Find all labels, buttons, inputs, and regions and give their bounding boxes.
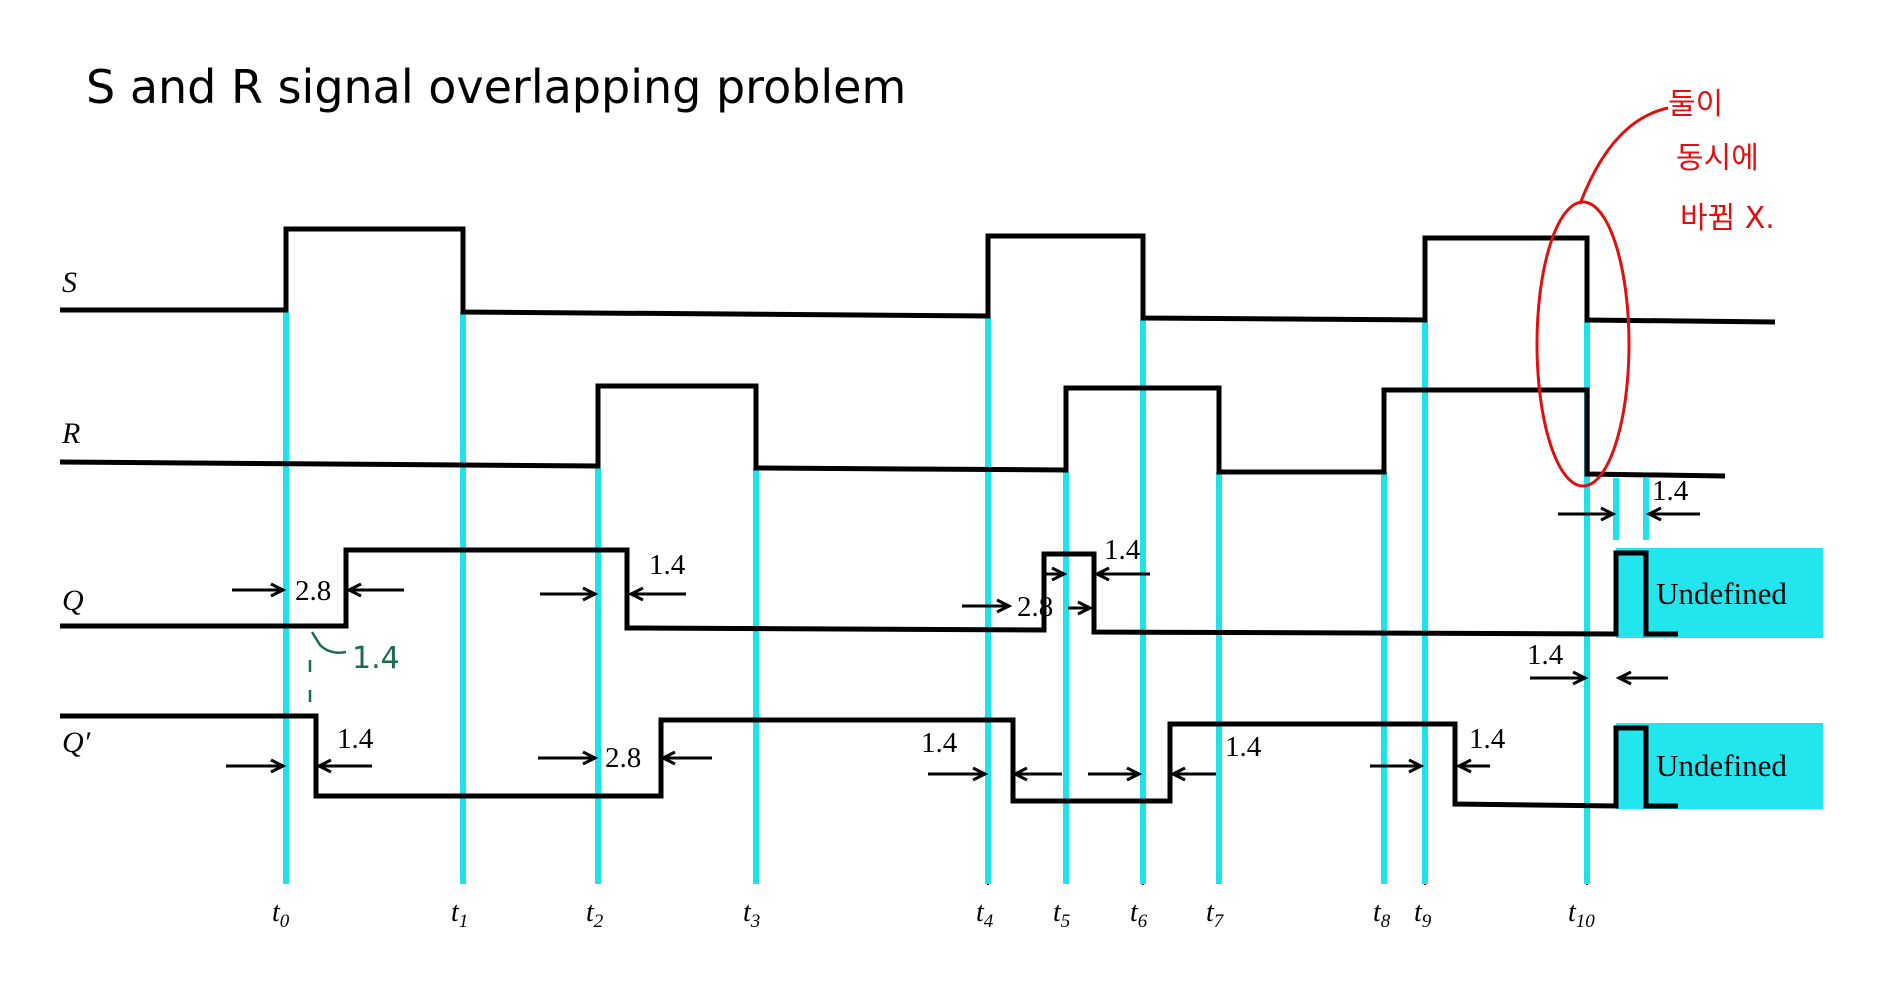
- q-undefined-label: Undefined: [1656, 576, 1787, 611]
- delay-arrows: [226, 506, 1700, 782]
- time-guides: [285, 310, 1588, 885]
- delay-qbar-t7: 1.4: [1225, 731, 1262, 763]
- arrowhead: [1011, 766, 1028, 782]
- time-label-t2: t2: [586, 897, 604, 932]
- signal-label-r: R: [61, 417, 80, 450]
- time-label-t0: t0: [272, 897, 290, 932]
- time-label-t10: t10: [1568, 897, 1595, 932]
- red-annotation-leader: [1578, 106, 1669, 205]
- time-label-t3: t3: [743, 897, 760, 932]
- arrowhead: [270, 758, 287, 774]
- arrowhead: [1615, 670, 1632, 686]
- arrowhead: [582, 750, 599, 766]
- delay-qbar-t2: 2.8: [605, 742, 641, 774]
- qbar-undefined-region: [1616, 723, 1823, 809]
- delay-q-t4: 2.8: [1017, 591, 1053, 623]
- time-label-t5: t5: [1053, 897, 1070, 932]
- arrowhead: [270, 582, 287, 598]
- delay-qbar-t0: 1.4: [337, 723, 374, 755]
- delay-q-t5: 1.4: [1104, 534, 1141, 566]
- red-annotation-line3: 바뀜 X.: [1680, 201, 1775, 236]
- s-waveform: [60, 226, 1776, 325]
- qbar-undefined-label: Undefined: [1656, 748, 1787, 783]
- delay-r-t10: 1.4: [1652, 475, 1689, 507]
- time-label-t1: t1: [451, 897, 468, 932]
- time-label-t4: t4: [976, 897, 994, 932]
- time-label-t9: t9: [1414, 897, 1432, 932]
- arrowhead: [659, 750, 676, 766]
- red-annotation-circle: [1535, 200, 1631, 488]
- qbar-waveform: [60, 713, 1678, 809]
- arrowhead: [1408, 758, 1425, 774]
- r-waveform: [59, 383, 1726, 479]
- arrowhead: [345, 582, 362, 598]
- time-label-t7: t7: [1206, 897, 1225, 932]
- delay-q-t0: 2.8: [295, 575, 331, 607]
- time-guides-cyan: [283, 312, 1649, 884]
- signal-label-q: Q: [62, 584, 84, 617]
- arrowhead: [1455, 758, 1472, 774]
- q-waveform: [60, 547, 1678, 637]
- arrowhead: [1051, 566, 1068, 582]
- arrowhead: [315, 758, 332, 774]
- delay-labels: 2.8 1.4 2.8 1.4 1.4 2.8 1.4 1.4 1.4 1.4 …: [295, 475, 1689, 774]
- arrowhead: [996, 598, 1013, 614]
- arrowhead: [1093, 566, 1110, 582]
- time-label-t8: t8: [1373, 897, 1391, 932]
- red-annotation-line2: 동시에: [1676, 141, 1759, 176]
- delay-q-t10: 1.4: [1527, 639, 1564, 671]
- arrowhead: [1077, 600, 1094, 616]
- q-undefined-region: [1616, 548, 1823, 638]
- time-label-t6: t6: [1130, 897, 1148, 932]
- arrowhead: [1572, 670, 1589, 686]
- delay-qbar-t9: 1.4: [1469, 723, 1506, 755]
- arrowhead: [1600, 506, 1617, 522]
- delay-qbar-t4: 1.4: [921, 727, 958, 759]
- delay-q-t2: 1.4: [649, 549, 686, 581]
- red-annotation-line1: 둘이: [1668, 87, 1723, 122]
- page-title: S and R signal overlapping problem: [86, 60, 907, 114]
- arrowhead: [627, 586, 644, 602]
- arrowhead: [1169, 766, 1186, 782]
- signal-label-s: S: [62, 266, 77, 299]
- arrowhead: [1645, 506, 1662, 522]
- signal-label-qbar: Q′: [62, 726, 91, 759]
- arrowhead: [972, 766, 989, 782]
- green-annotation-text: 1.4: [352, 641, 400, 676]
- green-annotation-bracket: [310, 631, 347, 654]
- time-labels: t0 t1 t2 t3 t4 t5 t6 t7 t8 t9 t10: [272, 897, 1595, 932]
- arrowhead: [1126, 766, 1143, 782]
- green-annotation: [308, 631, 347, 702]
- arrowhead: [582, 586, 599, 602]
